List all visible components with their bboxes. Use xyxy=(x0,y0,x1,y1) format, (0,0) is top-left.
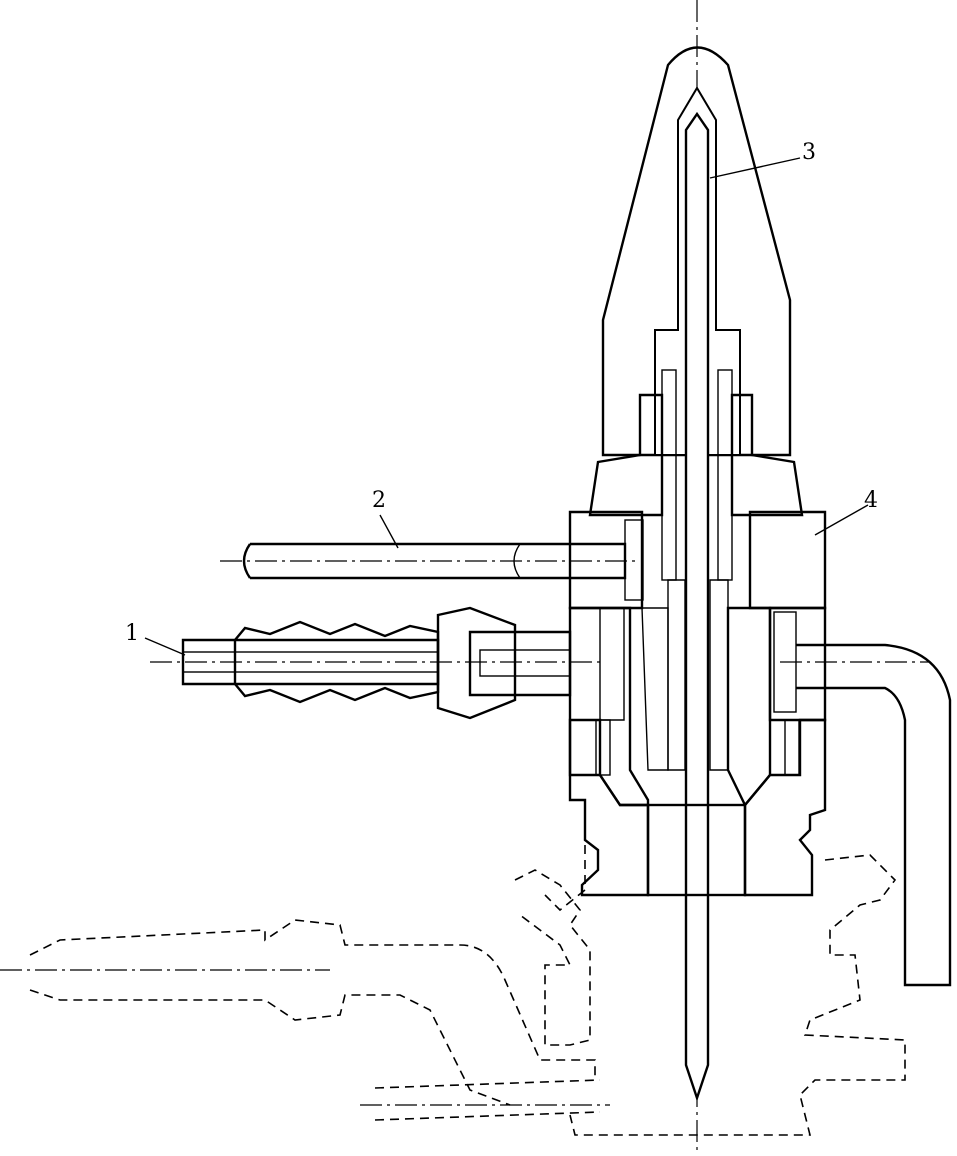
callout-3: 3 xyxy=(802,140,816,165)
leader-3 xyxy=(709,157,801,179)
outlet-pipe xyxy=(780,643,952,987)
leader-4 xyxy=(814,504,869,536)
leader-1 xyxy=(144,637,186,656)
insulator-base xyxy=(568,718,827,897)
callout-4: 4 xyxy=(864,488,878,513)
gas-tube xyxy=(220,519,644,601)
callout-1: 1 xyxy=(125,621,139,646)
phantom-assembly xyxy=(0,830,906,1136)
callout-2: 2 xyxy=(372,488,386,513)
leader-2 xyxy=(379,514,399,549)
hose-fitting xyxy=(150,606,600,720)
tungsten-electrode xyxy=(684,111,710,1102)
